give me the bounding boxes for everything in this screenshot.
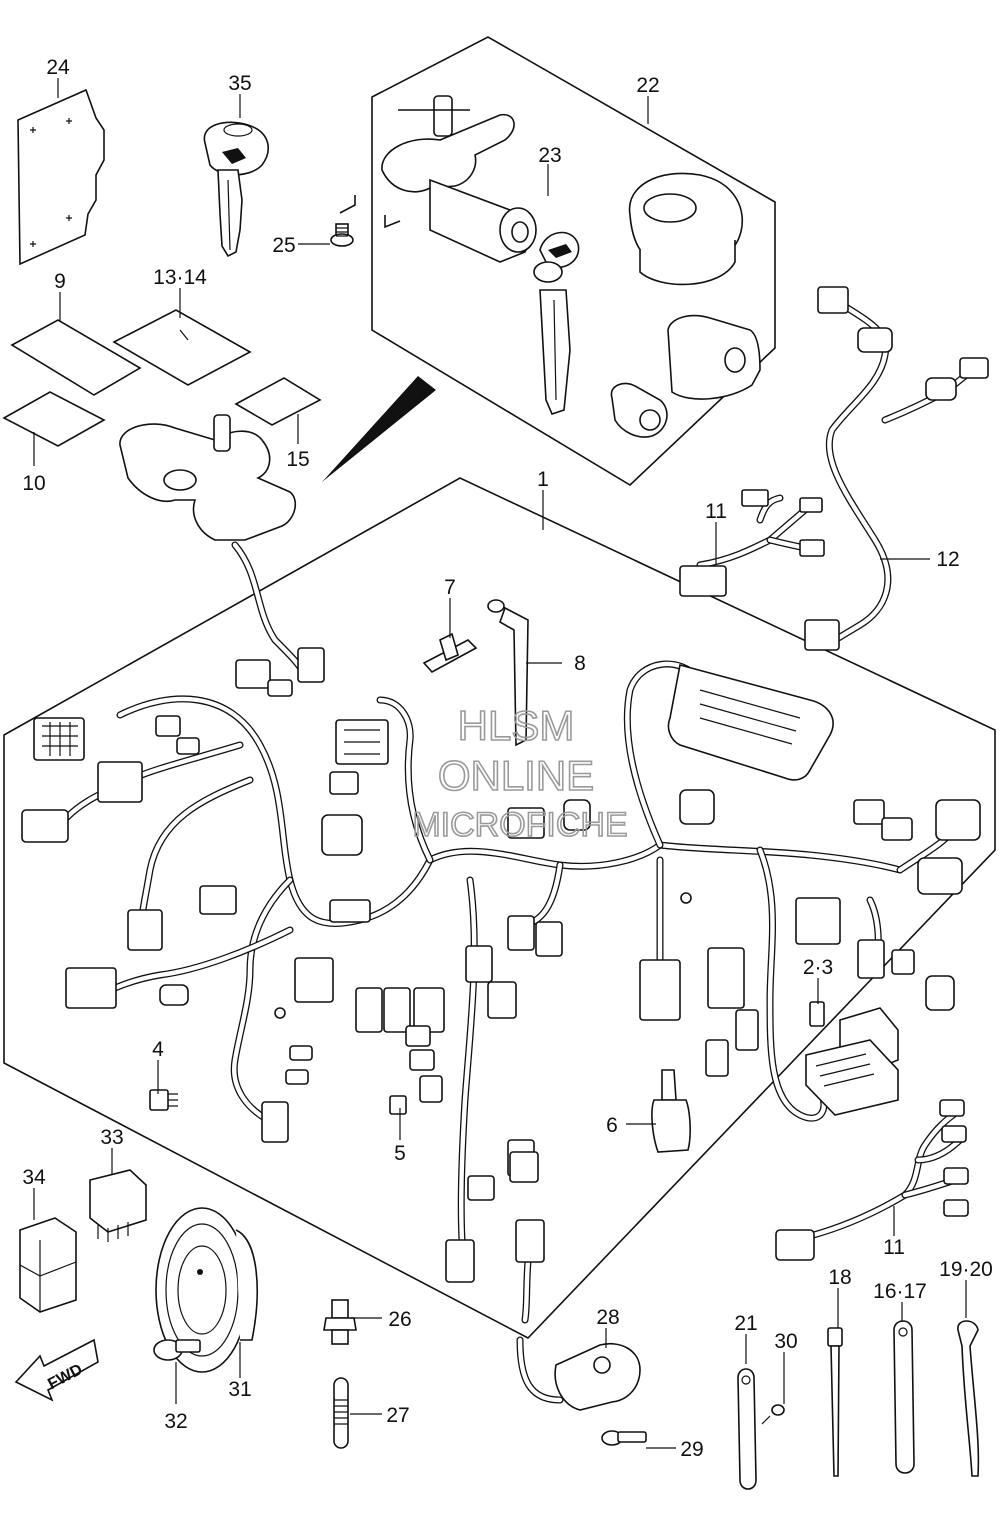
callout-26: 26	[388, 1308, 411, 1331]
key-part-35	[203, 121, 269, 258]
connector-part-4	[149, 1089, 178, 1111]
callout-15: 15	[286, 448, 309, 471]
callout-8: 8	[574, 652, 586, 675]
fuse-part-2-3	[809, 1001, 825, 1027]
fuel-cap-lock-part-22	[610, 172, 761, 438]
callout-13-14: 13·14	[153, 266, 207, 289]
rubber-part-27	[333, 1377, 349, 1449]
main-harness-frame	[3, 477, 996, 1339]
callout-12: 12	[936, 548, 959, 571]
sub-harness-part-11-bottom	[775, 1099, 969, 1261]
callout-28: 28	[596, 1306, 619, 1329]
callout-5: 5	[394, 1142, 406, 1165]
label-sheet-part-9	[10, 319, 142, 396]
sensor-part-28	[516, 1336, 641, 1411]
callout-32: 32	[164, 1410, 187, 1433]
horn-part-31	[155, 1207, 258, 1373]
callout-25: 25	[272, 234, 295, 257]
sensor-part-6	[651, 1069, 691, 1153]
watermark: HLSM ONLINE MICROFICHE	[412, 701, 629, 845]
clamp-part-19-20	[957, 1320, 980, 1477]
relay-part-34	[19, 1217, 77, 1313]
watermark-line-3: MICROFICHE	[412, 806, 627, 844]
label-sheet-part-15	[234, 377, 322, 426]
cable-tie-part-18	[827, 1327, 843, 1477]
callout-16-17: 16·17	[873, 1280, 927, 1303]
callout-11-top: 11	[705, 500, 727, 523]
callout-1: 1	[537, 468, 549, 491]
leader-lines	[33, 78, 967, 1449]
screw-part-29	[601, 1430, 647, 1446]
callout-24: 24	[46, 56, 70, 79]
callout-labels: 24 35 22 23 25 9 13·14 10 15 1 12 11 7 8…	[22, 56, 993, 1461]
callout-33: 33	[100, 1126, 123, 1149]
callout-11-bottom: 11	[883, 1236, 905, 1259]
ignition-switch-part-23	[381, 95, 580, 415]
screw-part-30	[761, 1404, 785, 1425]
ignition-switch-set-frame	[371, 36, 776, 486]
callout-10: 10	[22, 472, 45, 495]
callout-30: 30	[774, 1330, 797, 1353]
switch-part-26	[323, 1299, 357, 1345]
callout-18: 18	[828, 1266, 851, 1289]
callout-21: 21	[734, 1312, 757, 1335]
fuse-box	[805, 1007, 899, 1116]
callout-9: 9	[54, 270, 66, 293]
main-wiring-harness-part-1	[21, 659, 981, 1324]
callout-27: 27	[386, 1404, 409, 1427]
callout-35: 35	[228, 72, 251, 95]
callout-6: 6	[606, 1114, 618, 1137]
label-sheet-part-13-14	[112, 309, 252, 386]
callout-34: 34	[22, 1166, 46, 1189]
bolt-part-32	[153, 1339, 201, 1361]
clamp-part-16-17	[893, 1320, 915, 1474]
watermark-line-2: ONLINE	[438, 752, 594, 799]
callout-7: 7	[444, 576, 456, 599]
clamp-part-21	[737, 1368, 757, 1490]
callout-23: 23	[538, 144, 561, 167]
callout-31: 31	[228, 1378, 251, 1401]
screw-part-25	[330, 195, 401, 247]
watermark-line-1: HLSM	[458, 702, 575, 749]
callout-29: 29	[680, 1438, 703, 1461]
switch-assembly-left	[119, 414, 325, 683]
label-sheet-part-10	[2, 391, 106, 447]
connector-part-5	[389, 1095, 407, 1115]
relay-part-33	[89, 1169, 147, 1242]
sub-harness-part-11-top	[679, 489, 825, 597]
callout-2-3: 2·3	[803, 956, 833, 979]
direction-triangle-icon	[322, 376, 436, 482]
callout-22: 22	[636, 74, 659, 97]
callout-4: 4	[152, 1038, 164, 1061]
callout-19-20: 19·20	[939, 1258, 993, 1281]
sub-harness-part-12	[804, 286, 989, 651]
plate-part-24	[17, 88, 105, 266]
clamp-part-7	[422, 632, 478, 674]
cable-tie-part-8	[487, 599, 529, 747]
fwd-direction-badge: FWD	[14, 1338, 99, 1402]
